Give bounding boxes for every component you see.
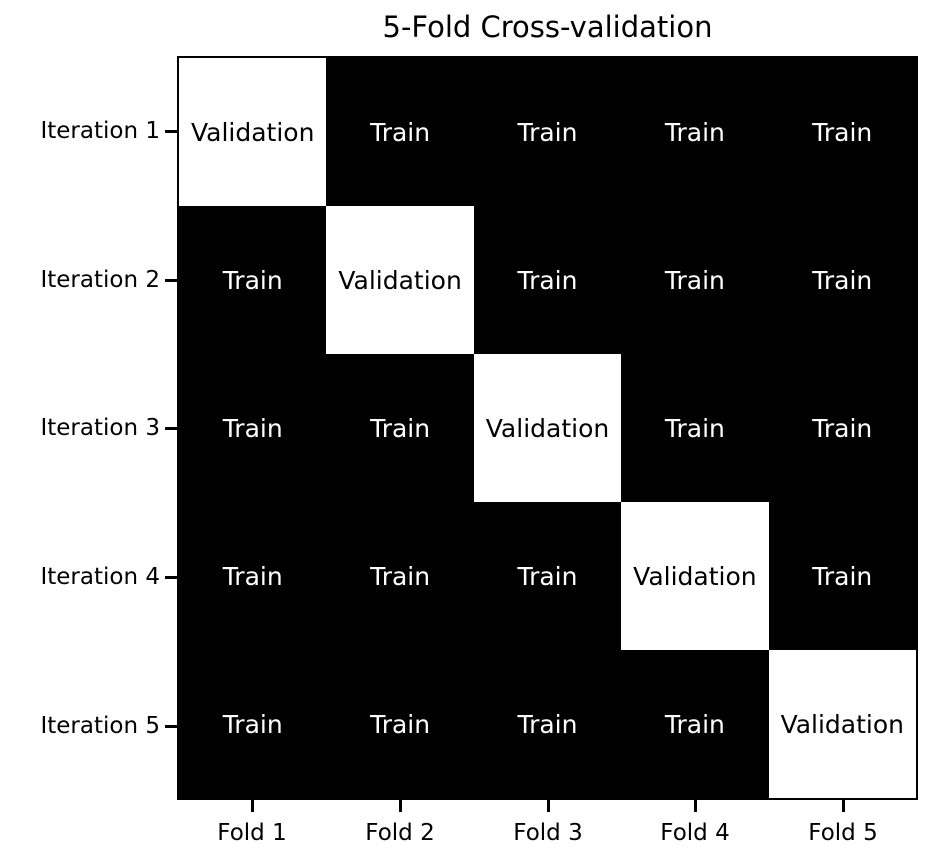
cell-iteration5-fold5: Validation <box>768 650 916 798</box>
y-tick-iteration5 <box>165 725 177 728</box>
x-tick-fold3 <box>547 800 550 812</box>
cell-iteration2-fold4: Train <box>621 206 769 354</box>
x-tick-fold5 <box>842 800 845 812</box>
x-tick-label-fold3: Fold 3 <box>513 820 583 846</box>
cell-iteration3-fold3: Validation <box>473 354 622 502</box>
x-tick-label-fold4: Fold 4 <box>660 820 730 846</box>
x-tick-fold4 <box>694 800 697 812</box>
y-tick-iteration4 <box>165 576 177 579</box>
cell-iteration1-fold5: Train <box>768 58 916 206</box>
cell-iteration5-fold1: Train <box>179 650 327 798</box>
cell-iteration4-fold2: Train <box>326 502 474 650</box>
cell-iteration1-fold1: Validation <box>179 58 327 206</box>
cell-iteration4-fold4: Validation <box>621 502 769 650</box>
x-tick-label-fold1: Fold 1 <box>217 820 287 846</box>
cell-iteration4-fold1: Train <box>179 502 327 650</box>
cell-iteration4-fold5: Train <box>768 502 916 650</box>
x-tick-label-fold2: Fold 2 <box>365 820 435 846</box>
cell-iteration1-fold4: Train <box>621 58 769 206</box>
cell-iteration4-fold3: Train <box>473 502 622 650</box>
cell-iteration1-fold2: Train <box>326 58 474 206</box>
x-tick-label-fold5: Fold 5 <box>808 820 878 846</box>
y-tick-label-iteration2: Iteration 2 <box>40 267 160 293</box>
cell-iteration5-fold3: Train <box>473 650 622 798</box>
y-tick-iteration3 <box>165 427 177 430</box>
cell-iteration2-fold2: Validation <box>326 206 474 354</box>
cell-iteration5-fold2: Train <box>326 650 474 798</box>
cell-iteration2-fold5: Train <box>768 206 916 354</box>
y-tick-label-iteration1: Iteration 1 <box>40 118 160 144</box>
cell-iteration3-fold1: Train <box>179 354 327 502</box>
plot-area: Validation Train Train Train Train Train… <box>177 56 918 800</box>
cell-iteration3-fold2: Train <box>326 354 474 502</box>
cell-iteration2-fold3: Train <box>473 206 622 354</box>
y-tick-label-iteration4: Iteration 4 <box>40 564 160 590</box>
cell-iteration3-fold4: Train <box>621 354 769 502</box>
x-tick-fold1 <box>251 800 254 812</box>
y-tick-label-iteration5: Iteration 5 <box>40 713 160 739</box>
cell-iteration1-fold3: Train <box>473 58 622 206</box>
cell-iteration3-fold5: Train <box>768 354 916 502</box>
chart-title: 5-Fold Cross-validation <box>382 10 713 44</box>
cell-iteration2-fold1: Train <box>179 206 327 354</box>
x-tick-fold2 <box>399 800 402 812</box>
y-tick-iteration1 <box>165 130 177 133</box>
y-tick-label-iteration3: Iteration 3 <box>40 415 160 441</box>
y-tick-iteration2 <box>165 279 177 282</box>
cell-iteration5-fold4: Train <box>621 650 769 798</box>
